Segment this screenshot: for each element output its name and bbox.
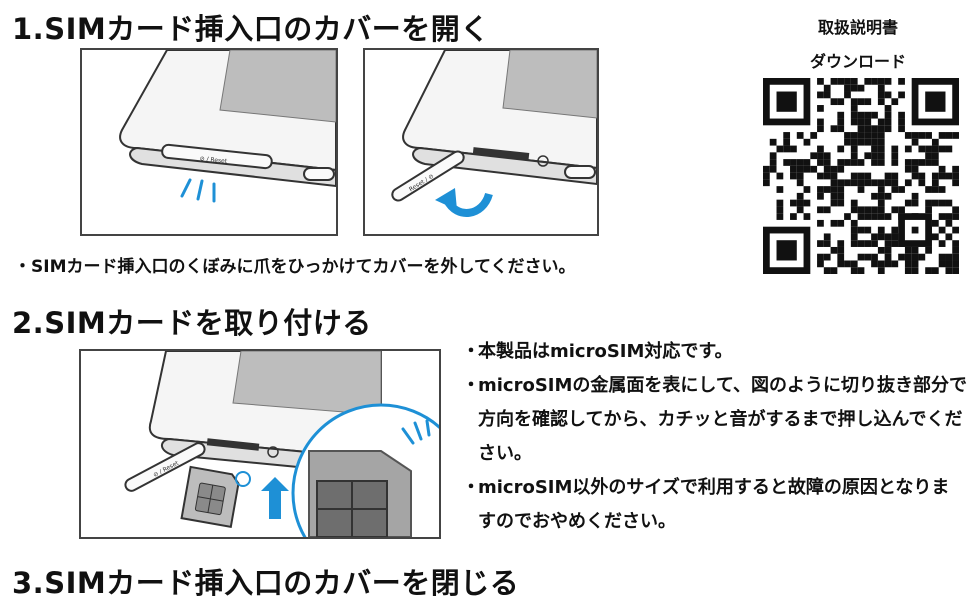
section1-note: ・SIMカード挿入口のくぼみに爪をひっかけてカバーを外してください。 (14, 257, 576, 277)
bullet-item: ・microSIMの金属面を表にして、図のように切り抜き部分で方向を確認してから… (462, 375, 967, 464)
section3-title: 3.SIMカード挿入口のカバーを閉じる (12, 566, 520, 600)
cover-removed-illustration: Reset / ⊘ (363, 48, 599, 236)
download-label: ダウンロード (809, 52, 906, 71)
section1-title: 1.SIMカード挿入口のカバーを開く (12, 12, 490, 46)
section2-title: 2.SIMカードを取り付ける (12, 306, 372, 340)
bullet-item: ・本製品はmicroSIM対応です。 (462, 341, 733, 362)
panel1-reset-label: ⊘ / Reset (199, 155, 228, 165)
manual-label: 取扱説明書 (817, 18, 898, 37)
tap-lines-icon (401, 419, 431, 445)
insert-arrow-icon (261, 477, 289, 519)
insert-sim-illustration: ⊘ / Reset (79, 349, 441, 539)
rotate-arrow-icon (435, 188, 493, 217)
section2-bullets: ・本製品はmicroSIM対応です。 ・microSIMの金属面を表にして、図の… (462, 335, 967, 539)
qr-code-icon[interactable] (763, 78, 959, 274)
bullet-item: ・microSIM以外のサイズで利用すると故障の原因となりますのでおやめください… (462, 477, 950, 532)
tap-lines-icon (180, 178, 216, 203)
open-cover-illustration: ⊘ / Reset (80, 48, 338, 236)
